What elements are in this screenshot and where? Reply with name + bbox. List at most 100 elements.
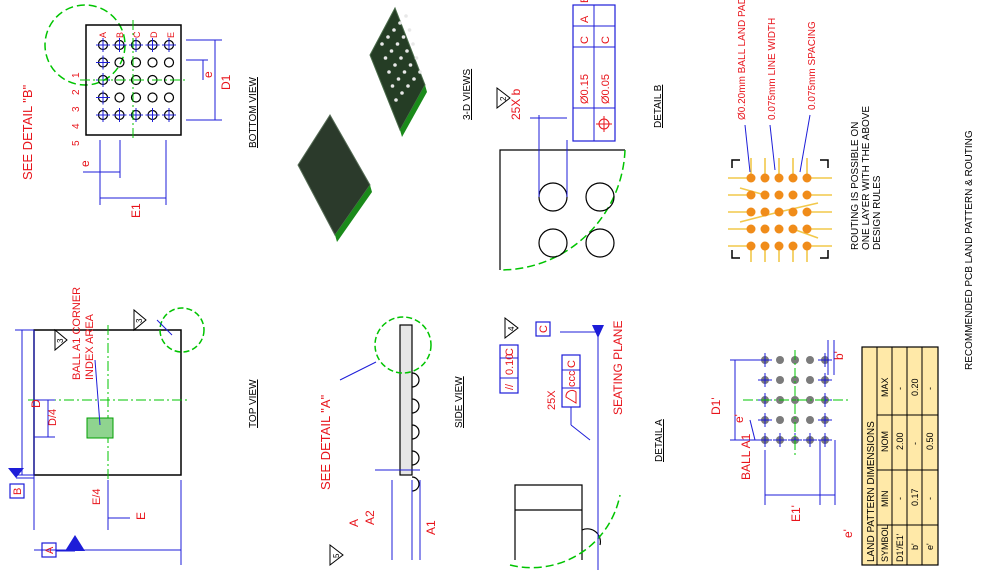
bottom-view-ball	[114, 57, 125, 68]
package-3d-ball	[394, 98, 398, 102]
detail-a: 4 C // 0.10 C 25X ccc C SEATING PLANE DE…	[499, 316, 665, 570]
routing-pad	[760, 173, 770, 183]
routing-note-line-3: DESIGN RULES	[872, 175, 883, 250]
detail-b-ball-1	[538, 182, 568, 212]
count-25x: 25X	[546, 390, 558, 410]
detail-a-outline	[514, 484, 583, 560]
table-r2-min: 0.17	[910, 488, 920, 506]
package-3d-ball	[418, 70, 422, 74]
side-view: 5 SEE DETAIL "A" A A2 A1 SIDE VIEW	[318, 316, 465, 567]
spacing-note: 0.075mm SPACING	[807, 21, 818, 110]
routing-pad	[746, 173, 756, 183]
tol-ref-c: C	[579, 36, 591, 44]
side-view-balls	[411, 372, 420, 492]
side-view-caption: SIDE VIEW	[454, 376, 465, 428]
land-pattern: BALL A1 D1' e' E1' e' b'	[709, 340, 855, 538]
routing-pad	[760, 207, 770, 217]
package-3d-ball	[398, 21, 402, 25]
table-r2-nom: -	[910, 442, 920, 445]
package-3d-ball	[383, 56, 388, 60]
datum-a-box	[41, 542, 57, 558]
routing-pad	[774, 241, 784, 251]
note-3-triangle	[54, 328, 68, 352]
bottom-view-caption: BOTTOM VIEW	[248, 77, 259, 148]
top-view: B A 3 BALL A1 CORNER INDEX AREA 3 D D/4 …	[8, 287, 259, 565]
note-3b-triangle	[133, 308, 147, 332]
table-r3-nom: 0.50	[925, 432, 935, 450]
detail-b: 2 25X b Ø0.15 Ø0.05 C A B C DETAIL B	[496, 0, 664, 271]
side-view-ball	[411, 398, 420, 414]
row-label-a: A	[98, 32, 108, 38]
land-pattern-ball	[776, 376, 784, 384]
package-3d-ball	[399, 56, 403, 60]
routing-pad	[788, 207, 798, 217]
bottom-view-ball	[147, 92, 158, 103]
dim-e4-label: E/4	[91, 488, 103, 505]
bottom-view-ball	[163, 57, 175, 68]
routing-pad	[774, 190, 784, 200]
datum-c-label: C	[538, 325, 550, 333]
bottom-view-ball-grid	[96, 38, 176, 122]
package-3d-ball	[412, 77, 416, 81]
routing-pad	[788, 241, 798, 251]
routing-pad	[774, 173, 784, 183]
package-3d-ball	[405, 49, 409, 53]
routing-pad	[774, 207, 784, 217]
datum-a-side-label: A	[347, 519, 361, 527]
profile-symbol	[565, 390, 577, 404]
bottom-view-ball	[114, 92, 125, 103]
routing-pad	[760, 241, 770, 251]
note-5-number: 5	[332, 553, 341, 558]
detail-a-circle	[374, 316, 432, 374]
routing-pad	[760, 224, 770, 234]
routing-pad	[802, 173, 812, 183]
note-2-triangle	[496, 86, 511, 110]
table-header-nom: NOM	[880, 431, 890, 452]
routing-pad	[746, 224, 756, 234]
table-header-min: MIN	[880, 491, 890, 508]
package-3d-ball	[400, 91, 404, 95]
detail-b-ball-2	[585, 182, 615, 212]
routing-pad	[788, 173, 798, 183]
side-view-ball	[411, 450, 420, 466]
package-3d-ball	[401, 35, 406, 39]
table-r3-max: -	[925, 387, 935, 390]
detail-b-ball-3	[538, 228, 568, 258]
tol-ref-c2: C	[600, 36, 612, 44]
routing-pad	[746, 241, 756, 251]
bottom-view-ball	[130, 57, 142, 68]
dim-a1-label: A1	[424, 520, 438, 535]
side-view-package	[399, 324, 413, 476]
package-3d-balls	[380, 14, 422, 102]
routing-pad	[760, 190, 770, 200]
table-title: LAND PATTERN DIMENSIONS	[866, 421, 877, 562]
side-view-ball	[411, 476, 420, 492]
three-d-views: 3-D VIEWS	[297, 6, 473, 242]
row-label-b: B	[115, 32, 125, 38]
package-3d-ball	[411, 42, 415, 46]
row-label-d: D	[149, 31, 159, 38]
col-label-1: 1	[71, 72, 82, 78]
side-view-ball	[411, 372, 420, 388]
routing-pad	[802, 224, 812, 234]
package-3d-ball	[380, 42, 384, 46]
package-3d-ball	[404, 14, 408, 18]
package-3d-ball	[387, 70, 391, 74]
detail-b-outline	[499, 149, 625, 270]
three-d-caption: 3-D VIEWS	[462, 69, 473, 120]
routing-pad	[802, 190, 812, 200]
note-5-triangle	[329, 543, 344, 567]
note-4-triangle	[504, 316, 519, 340]
ball-a1-lp-label: BALL A1	[739, 433, 753, 480]
package-3d-ball	[406, 84, 410, 88]
dim-a2-label: A2	[363, 510, 377, 525]
dim-e-label-top: E	[134, 512, 148, 520]
dim-e1-label: E1	[129, 203, 143, 218]
dim-d1-label: D1	[219, 74, 233, 90]
note-4-number: 4	[507, 326, 516, 331]
datum-b-triangle	[8, 468, 24, 478]
routing-pad	[802, 241, 812, 251]
table-r1-max: -	[895, 387, 905, 390]
routing-note-line-2: ONE LAYER WITH THE ABOVE	[861, 106, 872, 250]
dim-bp-label: b'	[832, 351, 846, 360]
